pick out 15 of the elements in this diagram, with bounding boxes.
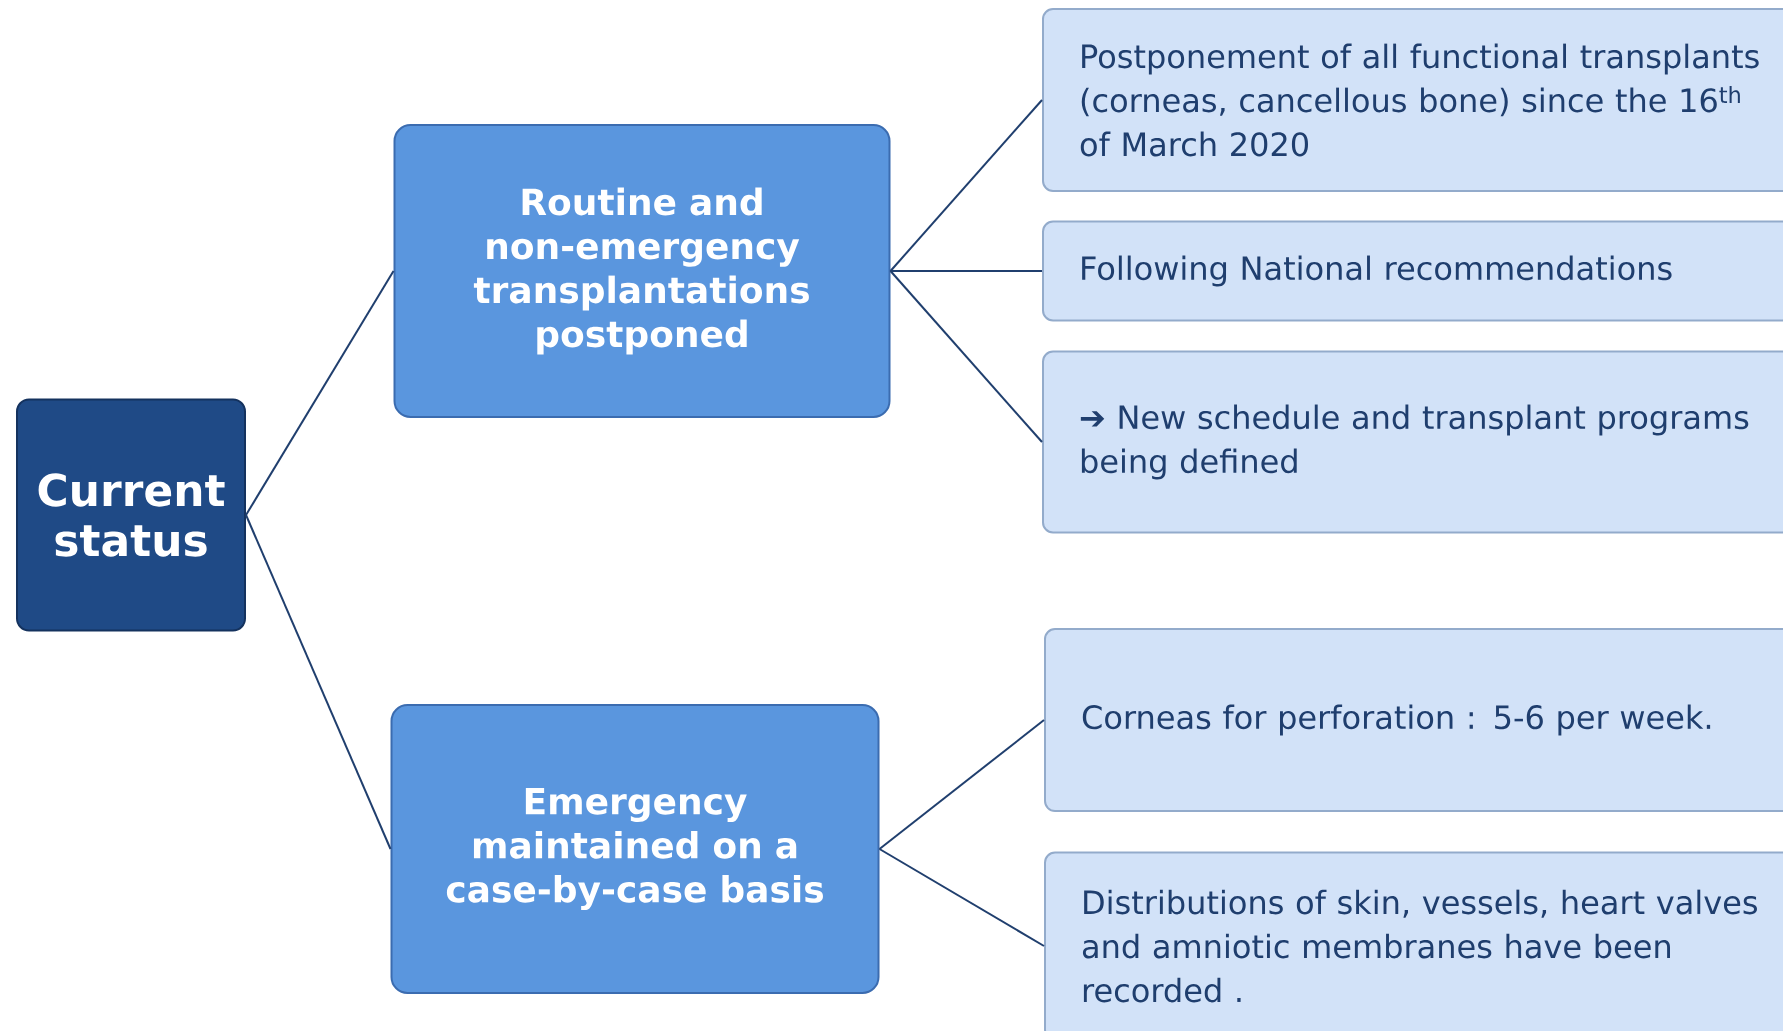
- connector-line: [245, 270, 395, 516]
- connector-line: [889, 270, 1043, 272]
- status-box: Current status: [16, 398, 246, 632]
- category-box: Emergency maintained on a case-by-case basis: [390, 704, 880, 994]
- category-box: Routine and non-emergency transplantations postponed: [393, 124, 891, 418]
- detail-box: Distributions of skin, vessels, heart valves and amniotic membranes have been recorded .: [1044, 851, 1783, 1031]
- detail-box: Corneas for perforation : 5-6 per week.: [1044, 628, 1783, 812]
- detail-box: Postponement of all functional transplants (corneas, cancellous bone) since the 16$^{th}$ of March 2020: [1042, 8, 1783, 192]
- detail-box: Following National recommendations: [1042, 220, 1783, 322]
- connector-line: [245, 514, 392, 850]
- detail-box: ➔ New schedule and transplant programs being defined: [1042, 350, 1783, 534]
- connector-line: [889, 270, 1043, 443]
- connector-line: [878, 719, 1045, 850]
- connector-line: [889, 99, 1043, 272]
- connector-line: [878, 848, 1045, 947]
